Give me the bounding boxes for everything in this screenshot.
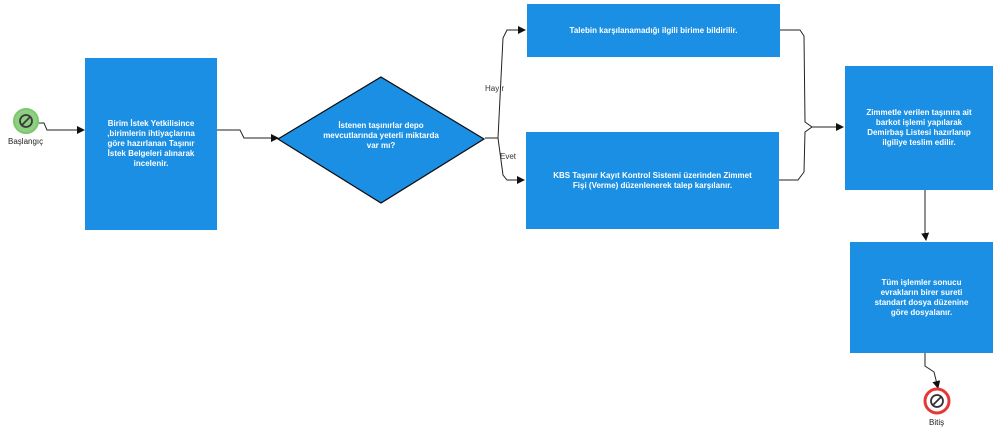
end-event [923,387,951,415]
edge-kbs-to-barcode [779,126,813,181]
decision-text[interactable]: İstenen taşınırlar depo mevcutlarında ye… [323,121,439,150]
edge-decision-to-kbs [485,137,525,184]
step-barcode-inventory[interactable]: Zimmetle verilen taşınıra ait barkot işl… [845,66,993,190]
decision-diamond [276,76,486,204]
start-event [13,108,39,134]
edge-barcode-to-archive [921,190,930,241]
step-notify-unit[interactable]: Talebin karşılanamadığı ilgili birime bi… [527,4,780,57]
step-review-requests[interactable]: Birim İstek Yetkilisince ,birimlerin iht… [85,58,217,230]
edge-review-to-decision [217,129,279,142]
start-label: Başlangıç [8,137,44,146]
step-kbs-zimmet[interactable]: KBS Taşınır Kayıt Kontrol Sistemi üzerin… [526,132,779,229]
edge-label-yes: Evet [500,152,517,161]
end-label: Bitiş [929,418,945,427]
edge-notify-to-barcode [780,29,844,131]
edge-start-to-review [38,122,85,134]
edge-archive-to-end [924,353,941,389]
step-archive-documents[interactable]: Tüm işlemler sonucu evrakların birer sur… [850,242,993,353]
edge-label-no: Hayır [485,84,505,93]
